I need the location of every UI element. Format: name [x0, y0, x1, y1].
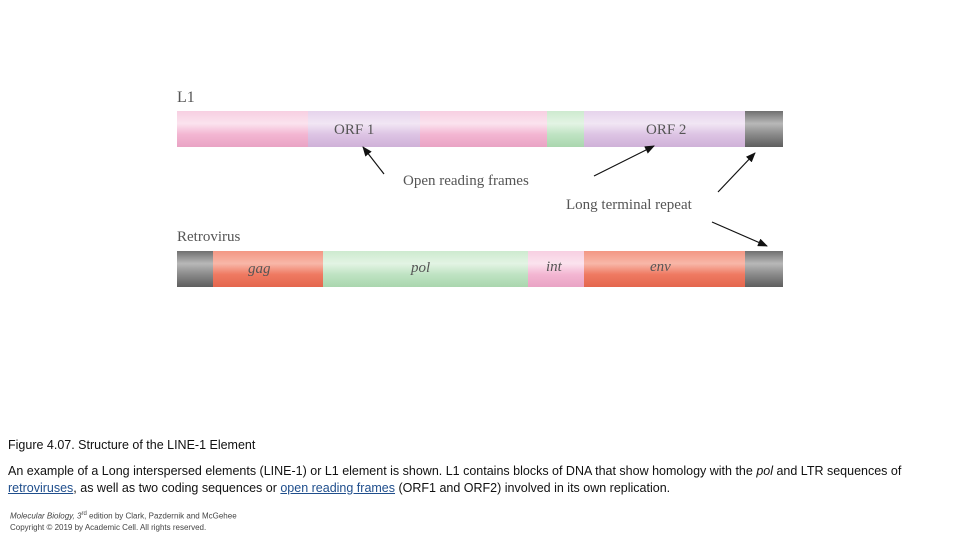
- retrovirus-label: Retrovirus: [177, 229, 240, 245]
- caption-text: , as well as two coding sequences or: [73, 481, 281, 495]
- orf2-label: ORF 2: [646, 122, 686, 138]
- l1-segment-orf1: [308, 111, 420, 147]
- l1-segment-orf2: [584, 111, 745, 147]
- pol-label: pol: [410, 260, 430, 276]
- caption-text: and LTR sequences of: [773, 464, 902, 478]
- retrovirus-segment-pol: [323, 251, 528, 287]
- book-credits: Molecular Biology, 3rd edition by Clark,…: [10, 509, 237, 533]
- credits-copyright: Copyright © 2019 by Academic Cell. All r…: [10, 522, 207, 532]
- retrovirus-bar: [177, 251, 783, 287]
- retrovirus-segment-gag: [213, 251, 323, 287]
- l1-bar: [177, 111, 783, 147]
- arrow-to-orf2: [593, 145, 655, 177]
- l1-segment-ltr: [745, 111, 783, 147]
- long-terminal-repeat-label: Long terminal repeat: [566, 197, 693, 213]
- line1-structure-diagram: L1 ORF 1 ORF 2 Open reading frames Long …: [177, 89, 783, 287]
- orf1-label: ORF 1: [334, 122, 374, 138]
- caption-text: An example of a Long interspersed elemen…: [8, 464, 757, 478]
- arrow-to-l1-ltr: [717, 152, 756, 193]
- retroviruses-link[interactable]: retroviruses: [8, 481, 74, 495]
- arrow-to-orf1: [362, 146, 385, 175]
- retrovirus-segment-env: [584, 251, 745, 287]
- l1-segment-pink-2: [420, 111, 547, 147]
- retrovirus-segment-int: [528, 251, 584, 287]
- retrovirus-segment-ltr-left: [177, 251, 213, 287]
- caption-pol-term: pol: [756, 464, 773, 478]
- open-reading-frames-label: Open reading frames: [403, 173, 529, 189]
- open-reading-frames-link[interactable]: open reading frames: [280, 481, 396, 495]
- figure-caption-title: Figure 4.07. Structure of the LINE-1 Ele…: [8, 438, 256, 452]
- l1-label: L1: [177, 89, 195, 106]
- figure-caption-body: An example of a Long interspersed elemen…: [8, 463, 938, 497]
- l1-segment-green: [547, 111, 584, 147]
- arrow-to-retrovirus-ltr: [711, 221, 768, 247]
- credits-book-title: Molecular Biology, 3: [10, 511, 82, 521]
- gag-label: gag: [248, 261, 271, 277]
- l1-segment-pink-1: [177, 111, 308, 147]
- retrovirus-segment-ltr-right: [745, 251, 783, 287]
- caption-text: (ORF1 and ORF2) involved in its own repl…: [395, 481, 671, 495]
- int-label: int: [546, 259, 563, 275]
- env-label: env: [650, 259, 671, 275]
- credits-superscript: rd: [81, 511, 87, 517]
- credits-authors: edition by Clark, Pazdernik and McGehee: [86, 511, 237, 521]
